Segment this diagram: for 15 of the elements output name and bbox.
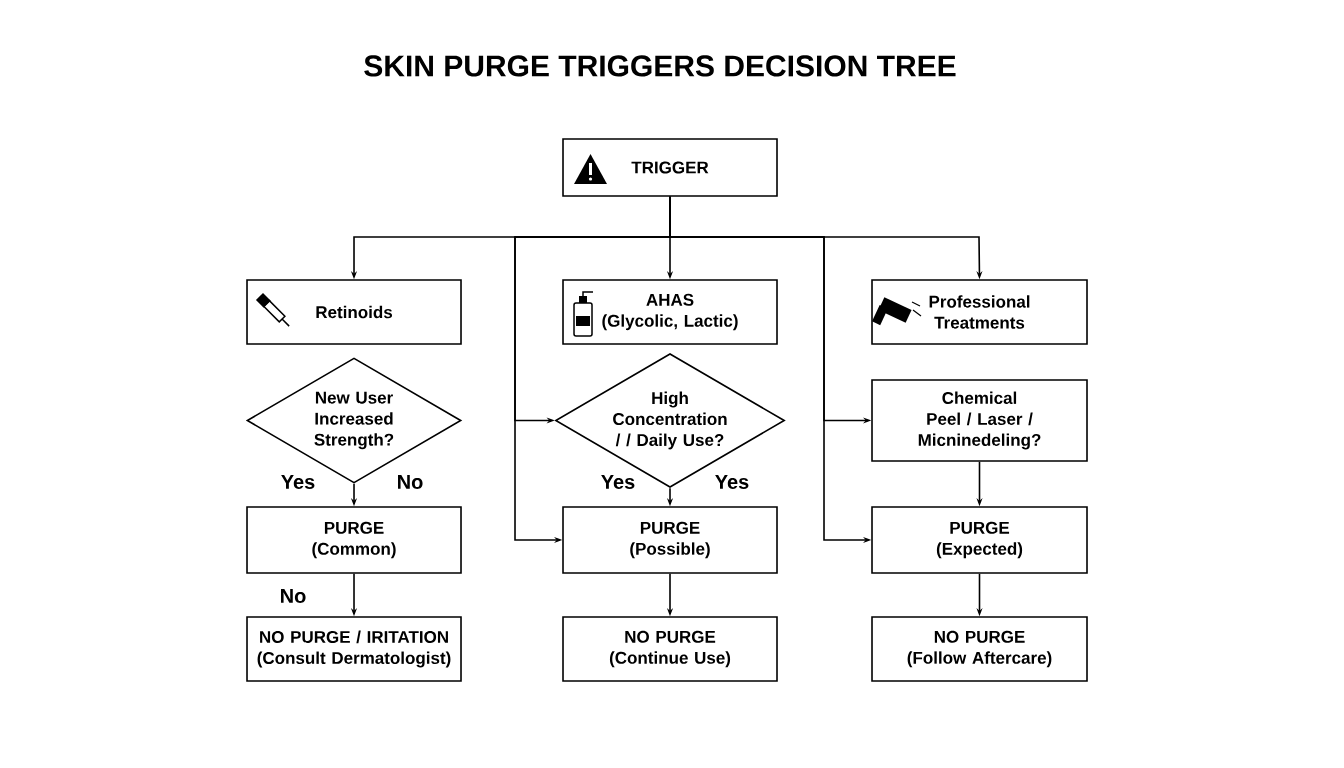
process-box: Retinoids <box>246 279 462 345</box>
process-box: PURGE (Expected) <box>871 506 1088 574</box>
title: SKIN PURGE TRIGGERS DECISION TREE <box>364 55 956 77</box>
branch-label: Yes <box>715 475 749 489</box>
process-box: NO PURGE / IRITATION (Consult Dermatologist) <box>246 616 462 682</box>
branch-label: No <box>281 589 306 603</box>
process-box: AHAS (Glycolic, Lactic) <box>562 279 778 345</box>
process-box: TRIGGER <box>562 138 778 197</box>
process-box: NO PURGE (Continue Use) <box>562 616 778 682</box>
process-box: Chemical Peel / Laser / Micninedeling? <box>871 379 1088 462</box>
process-box: NO PURGE (Follow Aftercare) <box>871 616 1088 682</box>
process-box: PURGE (Possible) <box>562 506 778 574</box>
branch-label: Yes <box>601 475 635 489</box>
process-box: Professional Treatments <box>871 279 1088 345</box>
process-box: PURGE (Common) <box>246 506 462 574</box>
